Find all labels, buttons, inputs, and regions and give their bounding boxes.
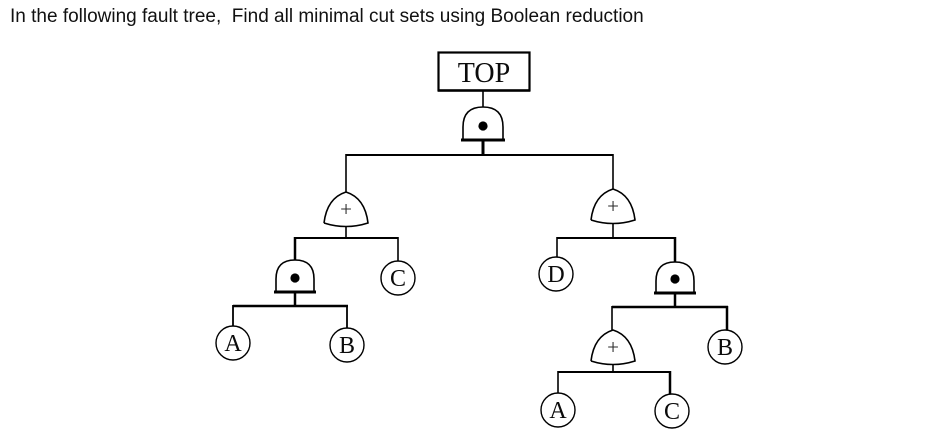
or-gate-icon xyxy=(323,191,369,228)
and-dot-icon xyxy=(290,273,300,283)
event-label: A xyxy=(224,331,242,357)
top-event-label: TOP xyxy=(458,58,510,89)
or-gate-icon xyxy=(590,329,636,366)
and-dot-icon xyxy=(670,274,680,284)
event-circle xyxy=(707,329,743,365)
event-circle xyxy=(538,256,574,292)
basic-event-a-bottom: A xyxy=(540,392,576,428)
or-plus-label: + xyxy=(340,197,352,221)
and-dot-icon xyxy=(478,121,488,131)
event-circle xyxy=(654,393,690,429)
or-plus-label: + xyxy=(607,335,619,359)
event-label: A xyxy=(549,398,567,424)
event-circle xyxy=(380,260,416,296)
connector-lines xyxy=(232,91,729,394)
or-plus-label: + xyxy=(607,194,619,218)
event-label: C xyxy=(664,399,680,425)
basic-event-a-left: A xyxy=(215,325,251,361)
basic-event-b-left: B xyxy=(329,327,365,363)
top-event: TOP xyxy=(437,51,531,92)
and-gate-root xyxy=(461,106,505,142)
and-gate-left xyxy=(274,259,316,294)
event-label: B xyxy=(339,333,355,359)
and-gate-right xyxy=(654,261,696,295)
question-title: In the following fault tree, Find all mi… xyxy=(10,6,644,27)
basic-event-c-bottom: C xyxy=(654,393,690,429)
event-circle xyxy=(215,325,251,361)
basic-event-c-left: C xyxy=(380,260,416,296)
basic-event-b-right: B xyxy=(707,329,743,365)
basic-event-d-right: D xyxy=(538,256,574,292)
or-gate-inner: + xyxy=(590,329,636,366)
event-label: D xyxy=(547,262,564,288)
event-circle xyxy=(329,327,365,363)
top-event-box xyxy=(437,51,531,92)
or-gate-left: + xyxy=(323,191,369,228)
event-label: C xyxy=(390,266,406,292)
event-label: B xyxy=(717,335,733,361)
or-gate-right: + xyxy=(590,188,636,225)
event-circle xyxy=(540,392,576,428)
or-gate-icon xyxy=(590,188,636,225)
